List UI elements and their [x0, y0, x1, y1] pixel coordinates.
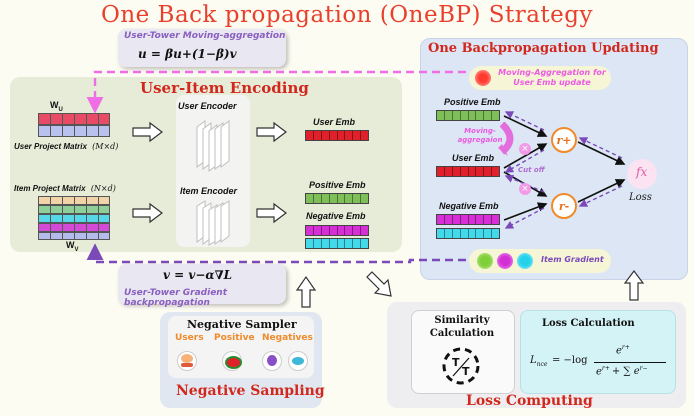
fx-label: fx: [636, 165, 648, 179]
loss-label: Loss: [629, 192, 652, 203]
item-gradient-legend: Item Gradient: [469, 249, 611, 273]
moving-aggregation-formula-box: User-Tower Moving-aggregation u = βu+(1−…: [118, 29, 286, 67]
plus-sum: + ∑ e: [611, 366, 640, 378]
fish-icon: [288, 351, 308, 371]
numerator: e: [616, 345, 622, 357]
loss-calculation-title: Loss Calculation: [542, 318, 635, 329]
item-matrix-dim: (N×d): [90, 184, 116, 193]
sum-sup: r−: [639, 365, 648, 372]
similarity-icon: T T: [442, 347, 480, 385]
cut-off-x-icon-top: ×: [519, 143, 531, 155]
moving-aggregation-caption: User-Tower Moving-aggregation: [124, 31, 286, 41]
user-item-encoding-title: User-Item Encoding: [140, 79, 309, 97]
red-dot-icon: [475, 70, 491, 86]
negative-emb-bar: [305, 225, 369, 236]
green-dot-icon: [477, 253, 493, 269]
positive-label: Positive: [214, 333, 255, 343]
r-minus-node: r-: [551, 193, 577, 219]
update-user-emb-bar: [436, 166, 500, 177]
gradient-backprop-formula-box: v = v−α∇L User-Tower Gradient backpropag…: [118, 264, 286, 308]
wu-text: W: [50, 100, 59, 110]
item-project-matrix-label: Item Project Matrix (N×d): [14, 184, 116, 193]
denominator: e: [596, 366, 602, 378]
moving-aggregation-equation: u = βu+(1−β)v: [138, 47, 237, 61]
wu-sub: U: [58, 106, 63, 113]
user-emb-bar: [305, 130, 369, 141]
user-project-matrix: [38, 113, 110, 137]
negative-emb-label: Negative Emb: [306, 211, 366, 221]
item-gradient-text: Item Gradient: [541, 255, 604, 264]
gradient-backprop-caption: User-Tower Gradient backpropagation: [124, 288, 228, 308]
similarity-box: [411, 310, 515, 394]
item-project-matrix: [38, 196, 110, 240]
user-matrix-dim: (M×d): [92, 142, 119, 151]
nce-formula: Lnce = −log er+ er++ ∑ er−: [530, 342, 670, 382]
wv-label: WV: [66, 240, 79, 253]
item-matrix-label-text: Item Project Matrix: [14, 184, 86, 193]
negatives-label: Negatives: [262, 333, 313, 343]
formula-lhs: L: [530, 355, 537, 366]
users-label: Users: [175, 333, 204, 343]
moving-aggregation-curved-arrow-icon: [498, 122, 514, 156]
update-negative-emb-bar: [436, 214, 500, 225]
users-avatar-icon: [177, 351, 197, 371]
wv-text: W: [66, 240, 75, 250]
one-backprop-updating-title: One Backpropagation Updating: [428, 41, 659, 56]
numerator-sup: r+: [621, 344, 630, 351]
negative-sampling-title: Negative Sampling: [176, 383, 325, 399]
loss-calculation-box: [520, 310, 676, 394]
fraction-bar: [594, 362, 666, 363]
positive-emb-bar: [305, 193, 369, 204]
update-positive-emb-label: Positive Emb: [444, 97, 501, 107]
gradient-backprop-equation: v = v−α∇L: [163, 268, 233, 282]
fx-loss-node: [627, 159, 657, 189]
formula-sub: nce: [536, 361, 548, 368]
svg-text:T: T: [452, 356, 460, 369]
magenta-dot-icon: [497, 253, 513, 269]
positive-emb-label: Positive Emb: [309, 180, 366, 190]
r-plus-node: r+: [551, 127, 577, 153]
item-encoder-layers-icon: [196, 200, 230, 246]
negative-sampler-title: Negative Sampler: [187, 318, 297, 331]
user-encoder-label: User Encoder: [178, 101, 237, 111]
svg-text:T: T: [462, 365, 470, 378]
item-encoder-label: Item Encoder: [180, 186, 238, 196]
moving-aggregation-label: Moving-aggregaion: [457, 127, 503, 144]
update-positive-emb-bar: [436, 110, 500, 121]
diagram-title: One Back propagation (OneBP) Strategy: [100, 2, 594, 28]
similarity-title: Similarity Calculation: [429, 315, 495, 339]
denominator-sup: r+: [601, 365, 610, 372]
loss-computing-title: Loss Computing: [466, 393, 593, 409]
watermelon-icon: [222, 351, 242, 371]
cyan-dot-icon: [517, 253, 533, 269]
user-project-matrix-label: User Project Matrix (M×d): [14, 142, 118, 151]
cut-off-x-icon-bottom: ×: [519, 183, 531, 195]
wu-label: WU: [50, 100, 63, 113]
user-matrix-label-text: User Project Matrix: [14, 142, 87, 151]
update-negative-emb-label: Negative Emb: [439, 201, 499, 211]
grapes-icon: [262, 351, 282, 371]
update-user-emb-label: User Emb: [452, 153, 495, 163]
formula-rhs: = −log: [552, 355, 588, 366]
user-emb-label: User Emb: [313, 117, 356, 127]
moving-aggregation-legend: Moving-Aggregation for User Emb update: [469, 66, 611, 90]
user-encoder-layers-icon: [196, 120, 230, 172]
update-item-emb-bar: [436, 228, 500, 239]
item-emb-bar: [305, 238, 369, 249]
wv-sub: V: [74, 246, 79, 253]
cut-off-label: Cut off: [518, 166, 545, 174]
moving-legend-text: Moving-Aggregation for User Emb update: [498, 68, 606, 87]
